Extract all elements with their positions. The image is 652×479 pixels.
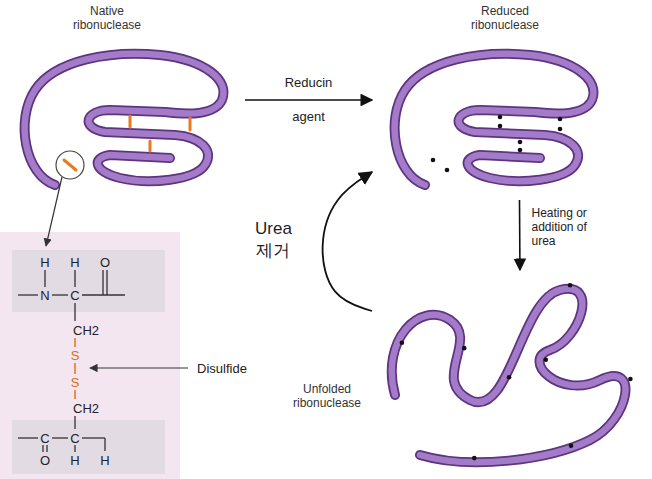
atom-label: CH2 — [73, 401, 99, 416]
thiol-dot — [568, 283, 573, 288]
reaction-arrow — [245, 99, 372, 101]
unfolded-protein — [392, 283, 633, 462]
atom-label: S — [71, 375, 80, 390]
atom-label: H — [40, 255, 49, 270]
thiol-dot — [462, 346, 467, 351]
chem-panel — [12, 250, 165, 312]
chem-panel — [12, 420, 165, 474]
atom-label: CH2 — [73, 323, 99, 338]
arrow-label: Urea 제거 — [255, 218, 292, 262]
atom-label: H — [70, 255, 79, 270]
thiol-dot — [507, 375, 512, 380]
atom-label: N — [40, 288, 49, 303]
label-leader — [90, 367, 188, 368]
protein-state: Reduced ribonuclease — [372, 0, 622, 200]
atom-label: O — [40, 453, 50, 468]
state-title: Native ribonuclease — [73, 4, 141, 32]
reduced-protein — [395, 54, 594, 185]
arrow-label: Reducin agent — [285, 66, 333, 134]
atom-label: H — [70, 453, 79, 468]
atom-label: C — [40, 431, 49, 446]
chem-background — [0, 232, 180, 479]
atom-label: O — [100, 255, 110, 270]
thiol-dot — [628, 377, 633, 382]
thiol-dot — [569, 443, 574, 448]
thiol-dot — [472, 456, 477, 461]
protein-state: Unfolded ribonuclease — [372, 270, 648, 475]
state-title: Unfolded ribonuclease — [293, 382, 361, 410]
atom-label: S — [71, 348, 80, 363]
chem-bonds — [18, 270, 125, 452]
thiol-dot — [400, 341, 405, 346]
zoom-leader — [46, 177, 62, 246]
reaction-arrow — [323, 172, 372, 311]
state-title: Reduced ribonuclease — [471, 4, 539, 32]
atom-label: H — [100, 453, 109, 468]
native-protein — [25, 54, 224, 185]
atom-label: C — [70, 431, 79, 446]
protein-state: Native ribonuclease — [0, 0, 245, 200]
arrow-label: Heating or addition of urea — [532, 206, 604, 248]
thiol-dot — [543, 358, 548, 363]
callout-label: Disulfide — [197, 361, 247, 376]
atom-label: C — [70, 288, 79, 303]
disulfide-bond — [74, 338, 76, 399]
reaction-arrow — [519, 200, 521, 270]
